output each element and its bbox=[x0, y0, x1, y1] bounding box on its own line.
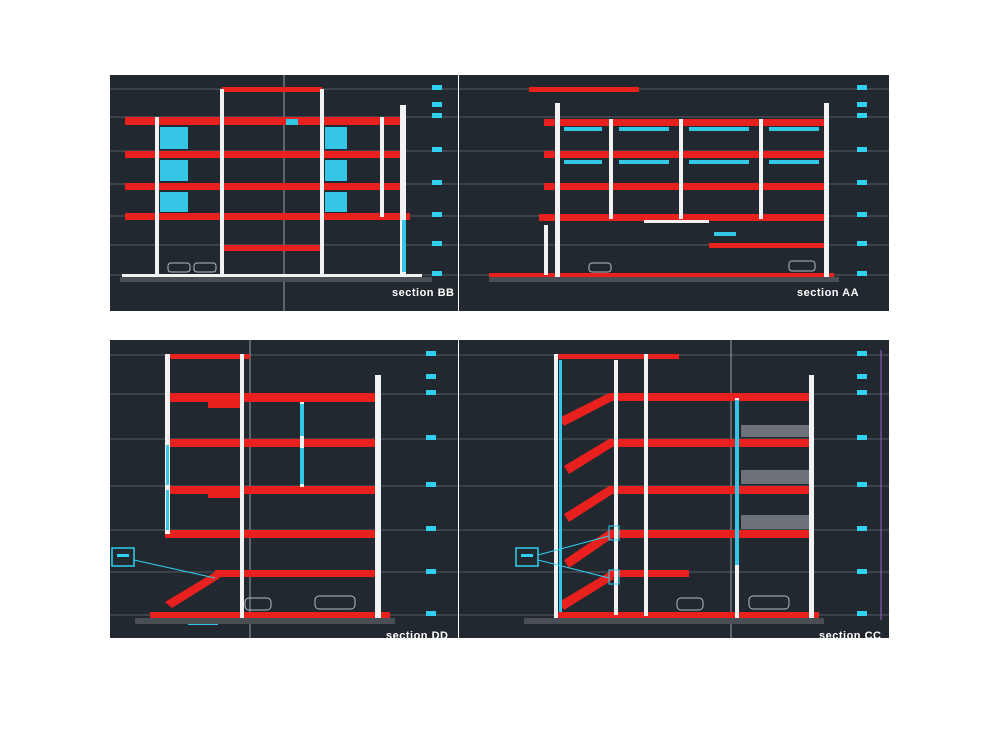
drawing-section-aa: section AA bbox=[459, 75, 889, 311]
car-icon bbox=[244, 595, 356, 611]
section-dd-svg bbox=[110, 340, 458, 638]
ground-hatch bbox=[524, 618, 824, 624]
stair-icon bbox=[559, 393, 614, 610]
floor-slabs bbox=[150, 354, 390, 619]
ground-hatch bbox=[135, 618, 395, 624]
car-icon bbox=[676, 595, 790, 611]
ground-hatch bbox=[120, 277, 432, 282]
level-marker-icon bbox=[432, 85, 442, 276]
walls bbox=[122, 89, 422, 277]
wall-hatch bbox=[741, 425, 809, 529]
ground-hatch bbox=[489, 277, 839, 282]
drawing-section-bb: section BB bbox=[110, 75, 458, 311]
window-icon bbox=[559, 360, 739, 612]
section-caption: section CC bbox=[819, 630, 882, 638]
stair-icon bbox=[165, 400, 240, 608]
walls bbox=[544, 103, 829, 277]
section-aa-svg bbox=[459, 85, 889, 282]
section-caption: section BB bbox=[392, 287, 455, 299]
section-caption: section AA bbox=[797, 287, 860, 299]
car-icon bbox=[167, 262, 217, 273]
floor-slabs bbox=[125, 87, 410, 280]
detail-callout-icon bbox=[111, 547, 216, 579]
drawing-section-dd: section DD bbox=[110, 340, 458, 638]
section-cc-svg bbox=[459, 340, 889, 638]
window-icon bbox=[160, 119, 406, 272]
floor-slabs bbox=[554, 354, 819, 619]
section-bb-svg bbox=[110, 75, 458, 311]
walls bbox=[165, 354, 381, 619]
level-marker-icon bbox=[857, 351, 867, 616]
detail-callout-icon bbox=[515, 525, 620, 585]
section-caption: section DD bbox=[386, 630, 449, 638]
level-marker-icon bbox=[426, 351, 436, 616]
car-icon bbox=[588, 260, 816, 273]
floor-slabs bbox=[489, 87, 834, 279]
level-marker-icon bbox=[857, 85, 867, 276]
window-icon bbox=[564, 127, 819, 236]
drawing-section-cc: section CC bbox=[459, 340, 889, 638]
